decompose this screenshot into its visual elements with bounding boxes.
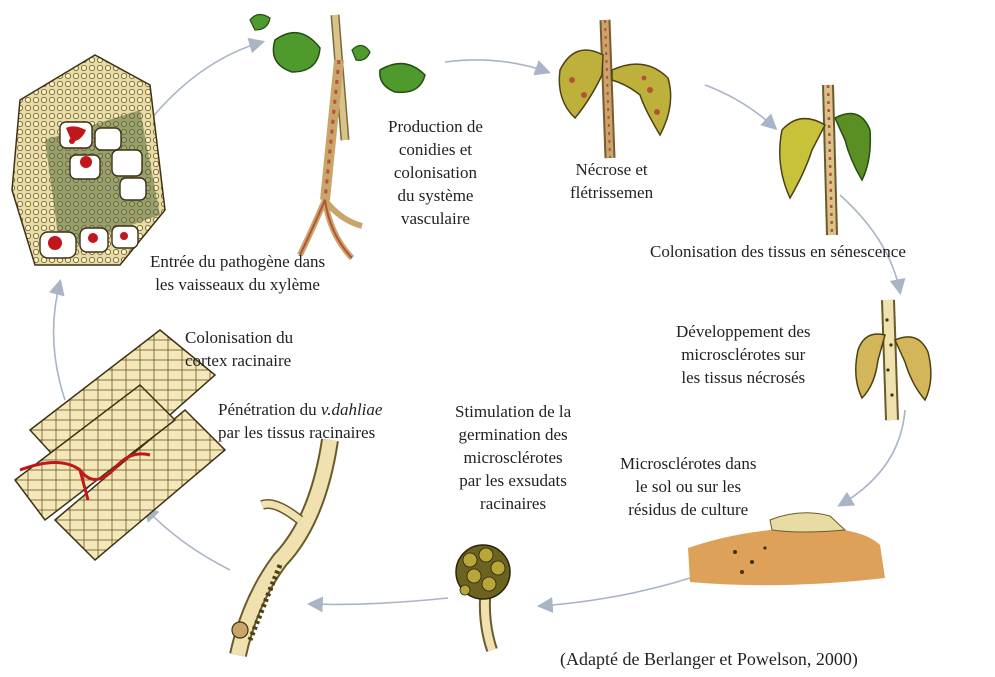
- arrow-stimulation-to-penetration: [310, 598, 448, 604]
- arrow-xylem-to-production: [150, 42, 262, 120]
- arrow-necrose-to-senescence: [705, 85, 775, 128]
- label-penetration-racinaire: Pénétration du v.dahliae par les tissus …: [218, 398, 382, 444]
- label-necrose-fletrissement: Nécrose et flétrissemen: [570, 158, 653, 204]
- necrotic-tissue-illustration: [856, 300, 931, 420]
- arrow-cortex-to-xylem: [54, 282, 65, 400]
- germinating-microsclerote-illustration: [456, 545, 510, 650]
- root-penetration-illustration: [232, 440, 330, 655]
- arrow-sol-to-stimulation: [540, 578, 690, 606]
- label-production-conidies: Production de conidies et colonisation d…: [388, 115, 483, 230]
- arrow-production-to-necrose: [445, 60, 548, 72]
- label-developpement-microsclerotes: Développement des microsclérotes sur les…: [676, 320, 811, 389]
- label-colonisation-senescence: Colonisation des tissus en sénescence: [650, 240, 906, 263]
- label-entree-xyleme: Entrée du pathogène dans les vaisseaux d…: [150, 250, 325, 296]
- label-stimulation-germination: Stimulation de la germination des micros…: [455, 400, 571, 515]
- xylem-section-illustration: [12, 55, 165, 265]
- label-microsclerotes-sol: Microsclérotes dans le sol ou sur les ré…: [620, 452, 756, 521]
- source-caption: (Adapté de Berlanger et Powelson, 2000): [560, 648, 858, 671]
- label-colonisation-cortex: Colonisation du cortex racinaire: [185, 326, 293, 372]
- arrow-developpement-to-sol: [840, 410, 905, 505]
- arrow-penetration-to-cortex: [145, 508, 230, 570]
- wilting-plant-illustration: [559, 20, 670, 158]
- soil-illustration: [688, 513, 885, 585]
